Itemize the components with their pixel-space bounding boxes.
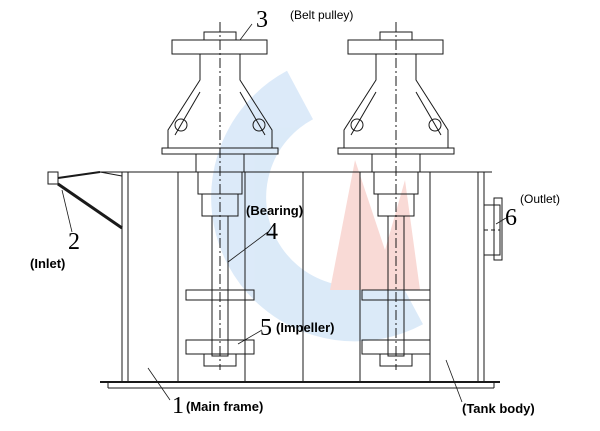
main-frame-number: 1 bbox=[172, 393, 184, 419]
outlet-pipe bbox=[483, 197, 503, 261]
outlet-label: (Outlet) bbox=[520, 192, 561, 206]
tank-body bbox=[100, 171, 500, 389]
leader-lines bbox=[61, 23, 507, 403]
inlet-number: 2 bbox=[68, 229, 80, 255]
belt-pulley-number: 3 bbox=[256, 7, 268, 33]
impeller-number: 5 bbox=[260, 315, 272, 341]
bearing-number: 4 bbox=[266, 219, 278, 245]
agitator-right bbox=[337, 22, 455, 370]
main-frame-label: (Main frame) bbox=[186, 399, 264, 414]
tank-body-label: (Tank body) bbox=[462, 401, 535, 416]
agitator-left bbox=[161, 22, 279, 370]
inlet-label: (Inlet) bbox=[30, 256, 66, 271]
bearing-label: (Bearing) bbox=[246, 203, 304, 218]
inlet-pipe bbox=[47, 171, 123, 230]
outlet-number: 6 bbox=[505, 205, 517, 231]
belt-pulley-label: (Belt pulley) bbox=[290, 8, 354, 22]
impeller-label: (Impeller) bbox=[276, 320, 335, 335]
